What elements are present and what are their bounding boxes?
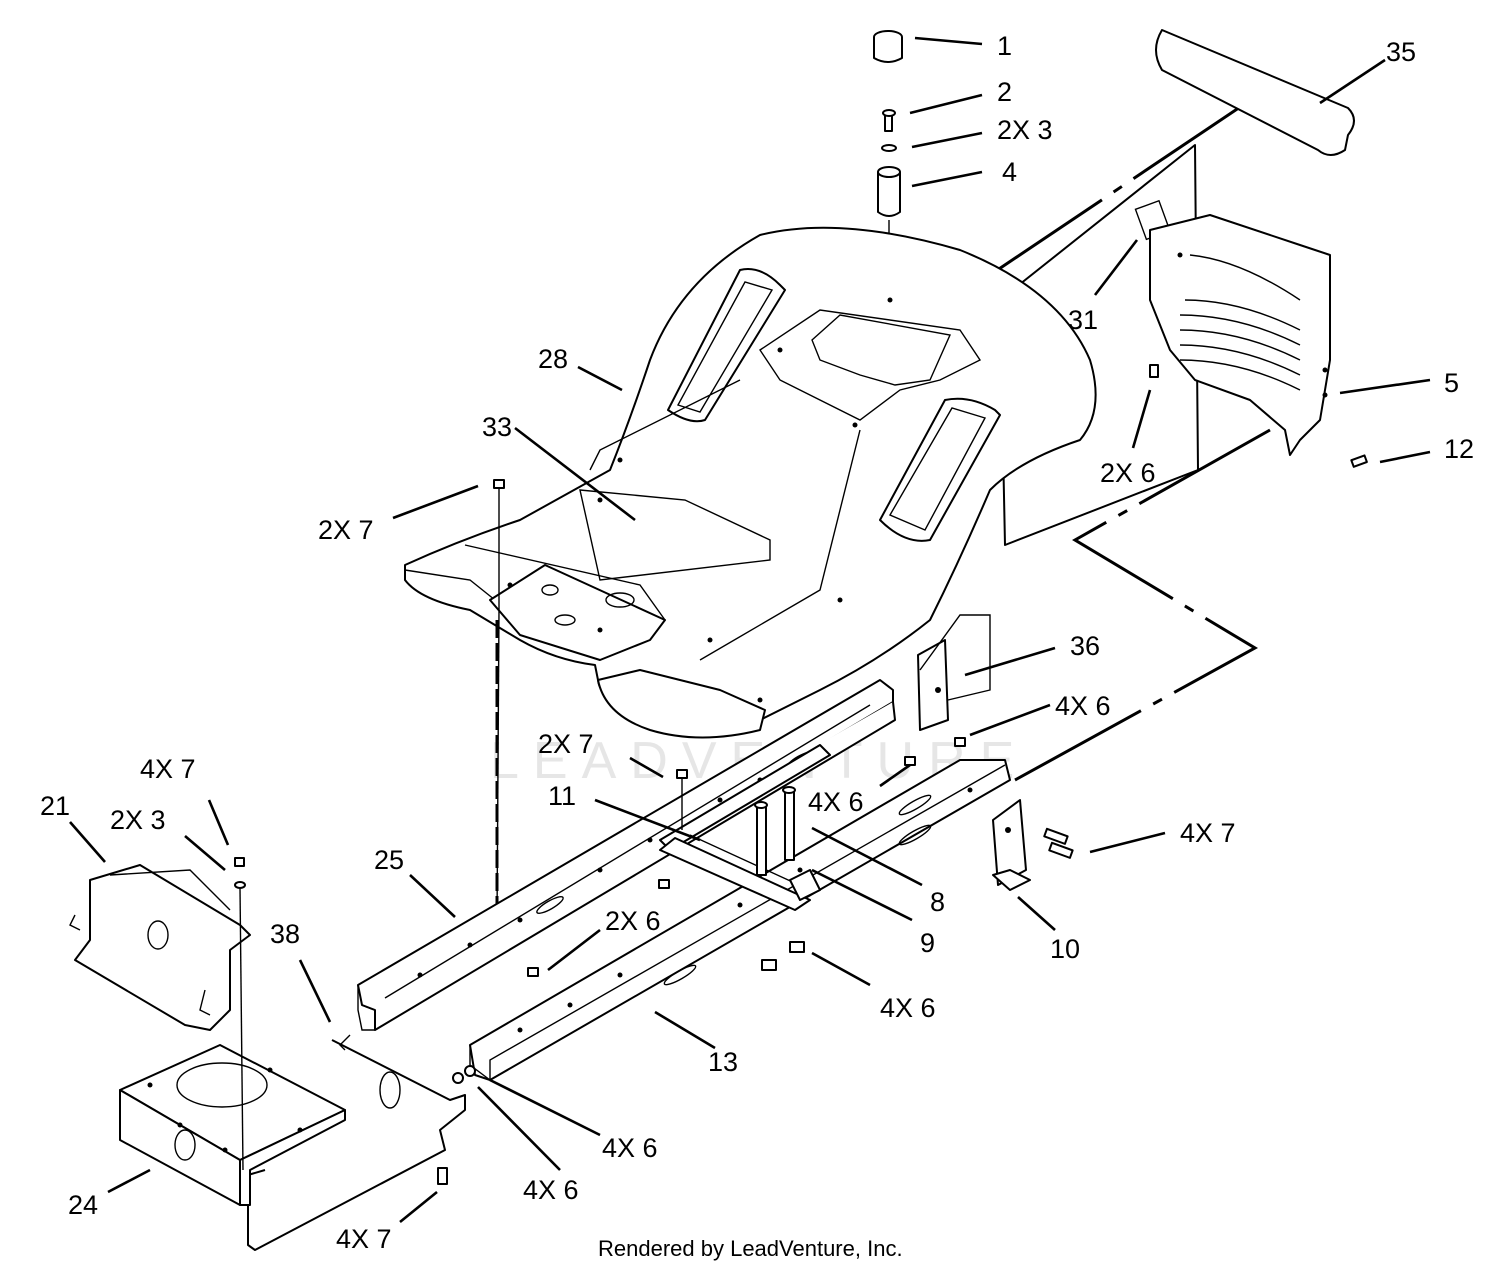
callout-8: 8: [930, 887, 945, 917]
callout-5: 5: [1444, 368, 1459, 398]
nuts-4x6: [452, 737, 966, 1084]
part-36-bracket: [917, 614, 991, 731]
callout-4x7-right: 4X 7: [1180, 818, 1236, 848]
part-38-front-plate: [247, 1034, 466, 1251]
callout-25: 25: [374, 845, 404, 875]
callout-4x7-top-left: 4X 7: [140, 754, 196, 784]
dashed-guide-lines: [989, 93, 1271, 782]
bolt-washer-4x7: [234, 857, 448, 1185]
part-35-heat-shield: [1155, 29, 1355, 156]
callout-4x6-d: 4X 6: [602, 1133, 658, 1163]
part-10-rear-bracket: [992, 799, 1074, 891]
callout-33: 33: [482, 412, 512, 442]
callout-2x7-left: 2X 7: [318, 515, 374, 545]
callout-11: 11: [548, 781, 576, 811]
part-8-spacer-posts: [754, 786, 796, 876]
part-28-fender-body: [404, 226, 1097, 739]
callout-4x6-b: 4X 6: [808, 787, 864, 817]
callout-36: 36: [1070, 631, 1100, 661]
bolt-2x7-body: [493, 479, 505, 921]
part-24-front-support: [119, 1044, 346, 1206]
footer-credit: Rendered by LeadVenture, Inc.: [598, 1236, 903, 1261]
callout-12: 12: [1444, 434, 1474, 464]
part-5-rear-shroud: [1149, 214, 1368, 468]
callout-2: 2: [997, 77, 1012, 107]
callout-24: 24: [68, 1190, 98, 1220]
callout-1: 1: [997, 31, 1012, 61]
callout-28: 28: [538, 344, 568, 374]
callout-4x7-bottom: 4X 7: [336, 1224, 392, 1254]
part-13-right-frame-rail: [469, 759, 1011, 1081]
callout-labels: 1 2 2X 3 4 35 31 5 12 2X 6 28 33 2X 7 36…: [40, 31, 1474, 1254]
leader-lines: [69, 36, 1431, 1224]
callout-31: 31: [1068, 305, 1098, 335]
callout-4x6-e: 4X 6: [523, 1175, 579, 1205]
callout-2x3-left: 2X 3: [110, 805, 166, 835]
callout-2x7-mid: 2X 7: [538, 729, 594, 759]
callout-13: 13: [708, 1047, 738, 1077]
callout-9: 9: [920, 928, 935, 958]
callout-38: 38: [270, 919, 300, 949]
part-9-bracket: [789, 869, 821, 901]
callout-4: 4: [1002, 157, 1017, 187]
callout-2x3: 2X 3: [997, 115, 1053, 145]
part-21-cover: [69, 864, 251, 1031]
callout-21: 21: [40, 791, 70, 821]
callout-4x6-a: 4X 6: [1055, 691, 1111, 721]
callout-4x6-c: 4X 6: [880, 993, 936, 1023]
callout-35: 35: [1386, 37, 1416, 67]
callout-2x6-mid: 2X 6: [605, 906, 661, 936]
callout-2x6-top: 2X 6: [1100, 458, 1156, 488]
callout-10: 10: [1050, 934, 1080, 964]
seat-knob-assembly: [873, 30, 903, 300]
